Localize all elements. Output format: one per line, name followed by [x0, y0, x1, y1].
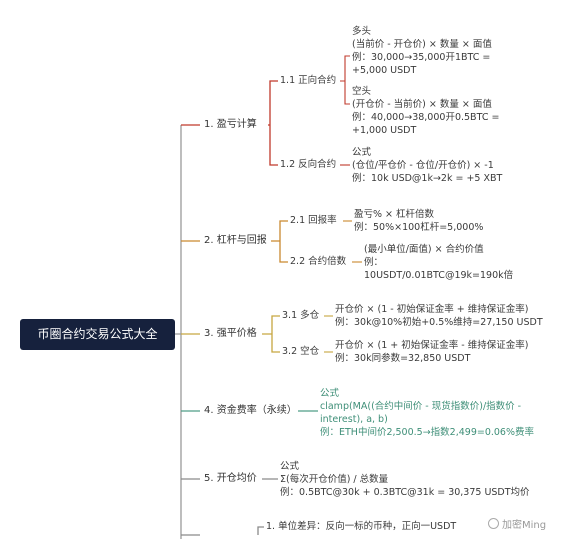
branch-4-label: 4. 资金费率（永续）	[204, 405, 297, 416]
short-example-line1: 例：40,000→38,000开0.5BTC =	[352, 112, 500, 123]
watermark: 加密Ming	[488, 516, 546, 531]
multiplier-formula: (最小单位/面值) × 合约价值	[364, 244, 484, 255]
return-example: 例：50%×100杠杆=5,000%	[354, 222, 484, 233]
short-liq-formula: 开仓价 × (1 + 初始保证金率 - 维持保证金率)	[335, 340, 529, 351]
avg-example: 例：0.5BTC@30k + 0.3BTC@31k = 30,375 USDT均…	[280, 487, 530, 498]
connector-b6	[181, 526, 264, 536]
inverse-formula: (仓位/平仓价 - 仓位/开仓价) × -1	[352, 160, 494, 171]
short-example-line2: +1,000 USDT	[352, 125, 417, 136]
long-title: 多头	[352, 26, 372, 37]
branch-5-label: 5. 开仓均价	[204, 473, 257, 484]
branch-6-1-label: 1. 单位差异：反向一标的币种，正向一USDT	[266, 521, 457, 532]
short-title: 空头	[352, 86, 372, 97]
branch-3-1-label: 3.1 多仓	[282, 310, 320, 321]
branch-2-1-label: 2.1 回报率	[290, 215, 337, 226]
long-formula: (当前价 - 开仓价) × 数量 × 面值	[352, 39, 492, 50]
funding-formula-line2: interest), a, b)	[320, 414, 388, 425]
short-formula: (开仓价 - 当前价) × 数量 × 面值	[352, 99, 492, 110]
long-liq-formula: 开仓价 × (1 - 初始保证金率 + 维持保证金率)	[335, 304, 529, 315]
funding-example: 例：ETH中间价2,500.5→指数2,499=0.06%费率	[320, 427, 535, 438]
long-example-line1: 例：30,000→35,000开1BTC =	[352, 52, 491, 63]
branch-2-label: 2. 杠杆与回报	[204, 235, 267, 246]
avg-formula: Σ(每次开仓价值) / 总数量	[280, 474, 389, 485]
connector-b3	[181, 315, 280, 353]
funding-formula-line1: clamp(MA((合约中间价 - 现货指数价)/指数价 -	[320, 401, 522, 412]
return-formula: 盈亏% × 杠杆倍数	[354, 209, 435, 220]
short-liq-example: 例：30k同参数=32,850 USDT	[335, 353, 471, 364]
branch-1-1-label: 1.1 正向合约	[280, 75, 337, 86]
inverse-example: 例：10k USD@1k→2k = +5 XBT	[352, 173, 503, 184]
inverse-title: 公式	[352, 147, 372, 158]
avg-title: 公式	[280, 461, 300, 472]
branch-1-label: 1. 盈亏计算	[204, 119, 257, 130]
branch-2-2-label: 2.2 合约倍数	[290, 256, 347, 267]
branch-1-2-label: 1.2 反向合约	[280, 159, 337, 170]
connector-b1	[181, 80, 278, 166]
long-liq-example: 例：30k@10%初始+0.5%维持=27,150 USDT	[335, 317, 543, 328]
connector-b1-1	[340, 55, 350, 105]
multiplier-example-line1: 例：	[364, 257, 384, 268]
multiplier-example-line2: 10USDT/0.01BTC@19k=190k倍	[364, 270, 514, 281]
long-example-line2: +5,000 USDT	[352, 65, 417, 76]
branch-3-2-label: 3.2 空仓	[282, 346, 320, 357]
watermark-icon	[488, 518, 499, 529]
connector-root-trunk	[175, 125, 182, 539]
connector-b2	[181, 220, 288, 263]
root-node: 币圈合约交易公式大全	[20, 319, 175, 350]
watermark-text: 加密Ming	[502, 520, 547, 531]
branch-3-label: 3. 强平价格	[204, 328, 257, 339]
funding-title: 公式	[320, 388, 340, 399]
